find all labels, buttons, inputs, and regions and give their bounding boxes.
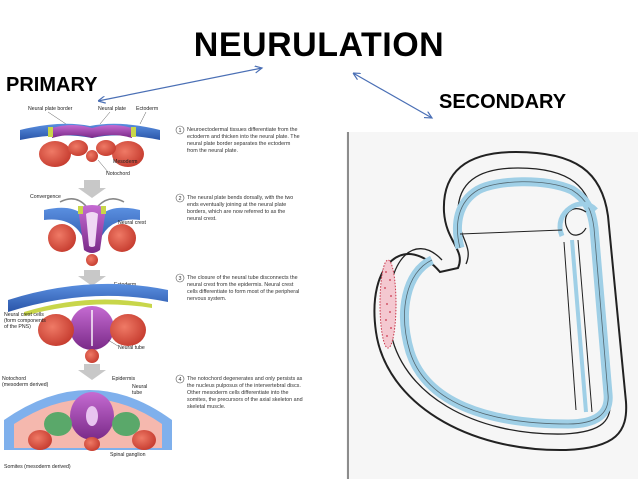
red-stippled-region — [379, 259, 397, 349]
label-somites: Somites (mesoderm derived) — [4, 464, 71, 470]
label-notochord-2: (mesoderm derived) — [2, 382, 49, 388]
label-notochord: Notochord — [106, 171, 130, 177]
svg-text:Other mesoderm cells different: Other mesoderm cells differentiate into … — [187, 390, 288, 396]
panel-4: Notochord (mesoderm derived) Epidermis N… — [2, 376, 172, 470]
step-3: 3 The closure of the neural tube disconn… — [175, 273, 299, 302]
page-title: NEURULATION — [193, 26, 445, 64]
svg-text:The closure of the neural tube: The closure of the neural tube disconnec… — [187, 275, 298, 281]
step-1: 1 Neuroectodermal tissues differentiate … — [175, 125, 300, 154]
arrow-to-secondary — [353, 73, 432, 118]
svg-text:borders, which are now referre: borders, which are now referred to as th… — [187, 209, 285, 215]
label-neural-tube-1: Neural — [132, 384, 147, 390]
label-ectoderm: Ectoderm — [136, 106, 158, 112]
mesoderm — [39, 141, 71, 167]
svg-text:ends eventually joining at the: ends eventually joining at the neural pl… — [187, 202, 286, 208]
svg-text:cells differentiate to form mo: cells differentiate to form most of the … — [187, 289, 299, 295]
svg-text:neural plate border separates: neural plate border separates the ectode… — [187, 141, 291, 147]
label-neural-crest-cells-2: (form components — [4, 318, 46, 324]
arrow-to-primary — [98, 68, 262, 101]
primary-neurulation-diagram: Neural plate border Neural plate Ectoder… — [2, 106, 303, 470]
svg-text:Neuroectodermal tissues differ: Neuroectodermal tissues differentiate fr… — [187, 127, 297, 133]
panel-1: Neural plate border Neural plate Ectoder… — [20, 106, 160, 177]
panel-2: Convergence Neural crest — [30, 194, 147, 266]
svg-text:neural crest.: neural crest. — [187, 216, 217, 222]
label-neural-crest-cells-3: of the PNS) — [4, 324, 31, 330]
svg-text:from the neural plate.: from the neural plate. — [187, 148, 238, 154]
notochord — [86, 150, 98, 162]
panel-3: Ectoderm Neural crest cells (form compon… — [4, 282, 168, 363]
svg-text:nervous system.: nervous system. — [187, 296, 226, 302]
secondary-neurulation-diagram — [346, 132, 638, 479]
label-epidermis: Epidermis — [112, 376, 135, 382]
svg-text:the nucleus pulposus of the in: the nucleus pulposus of the intervertebr… — [187, 383, 301, 389]
label-mesoderm: Mesoderm — [113, 159, 138, 165]
svg-text:The notochord degenerates and: The notochord degenerates and only persi… — [187, 376, 303, 382]
label-spinal-ganglion: Spinal ganglion — [110, 452, 146, 458]
svg-text:1: 1 — [179, 128, 182, 134]
svg-text:somites, the precursors of the: somites, the precursors of the axial ske… — [187, 397, 303, 403]
label-neural-tube: Neural tube — [118, 345, 145, 351]
svg-text:The neural plate bends dorsall: The neural plate bends dorsally, with th… — [187, 195, 293, 201]
label-neural-tube-2: tube — [132, 390, 142, 396]
embryo-outline — [373, 150, 628, 452]
svg-text:ectoderm and thicken into the: ectoderm and thicken into the neural pla… — [187, 134, 300, 140]
label-neural-crest: Neural crest — [118, 220, 147, 226]
label-convergence: Convergence — [30, 194, 61, 200]
label-neural-plate-border: Neural plate border — [28, 106, 73, 112]
svg-text:neural crest from the epidermi: neural crest from the epidermis. Neural … — [187, 282, 294, 288]
label-notochord-1: Notochord — [2, 376, 26, 382]
label-neural-crest-cells-1: Neural crest cells — [4, 312, 44, 318]
label-neural-plate: Neural plate — [98, 106, 126, 112]
svg-text:4: 4 — [179, 377, 182, 383]
svg-text:skeletal muscle.: skeletal muscle. — [187, 404, 225, 410]
step-4: 4 The notochord degenerates and only per… — [175, 374, 303, 410]
svg-text:2: 2 — [179, 196, 182, 202]
svg-text:3: 3 — [179, 276, 182, 282]
secondary-label: SECONDARY — [439, 91, 567, 113]
primary-label: PRIMARY — [6, 74, 98, 96]
step-2: 2 The neural plate bends dorsally, with … — [175, 193, 293, 222]
